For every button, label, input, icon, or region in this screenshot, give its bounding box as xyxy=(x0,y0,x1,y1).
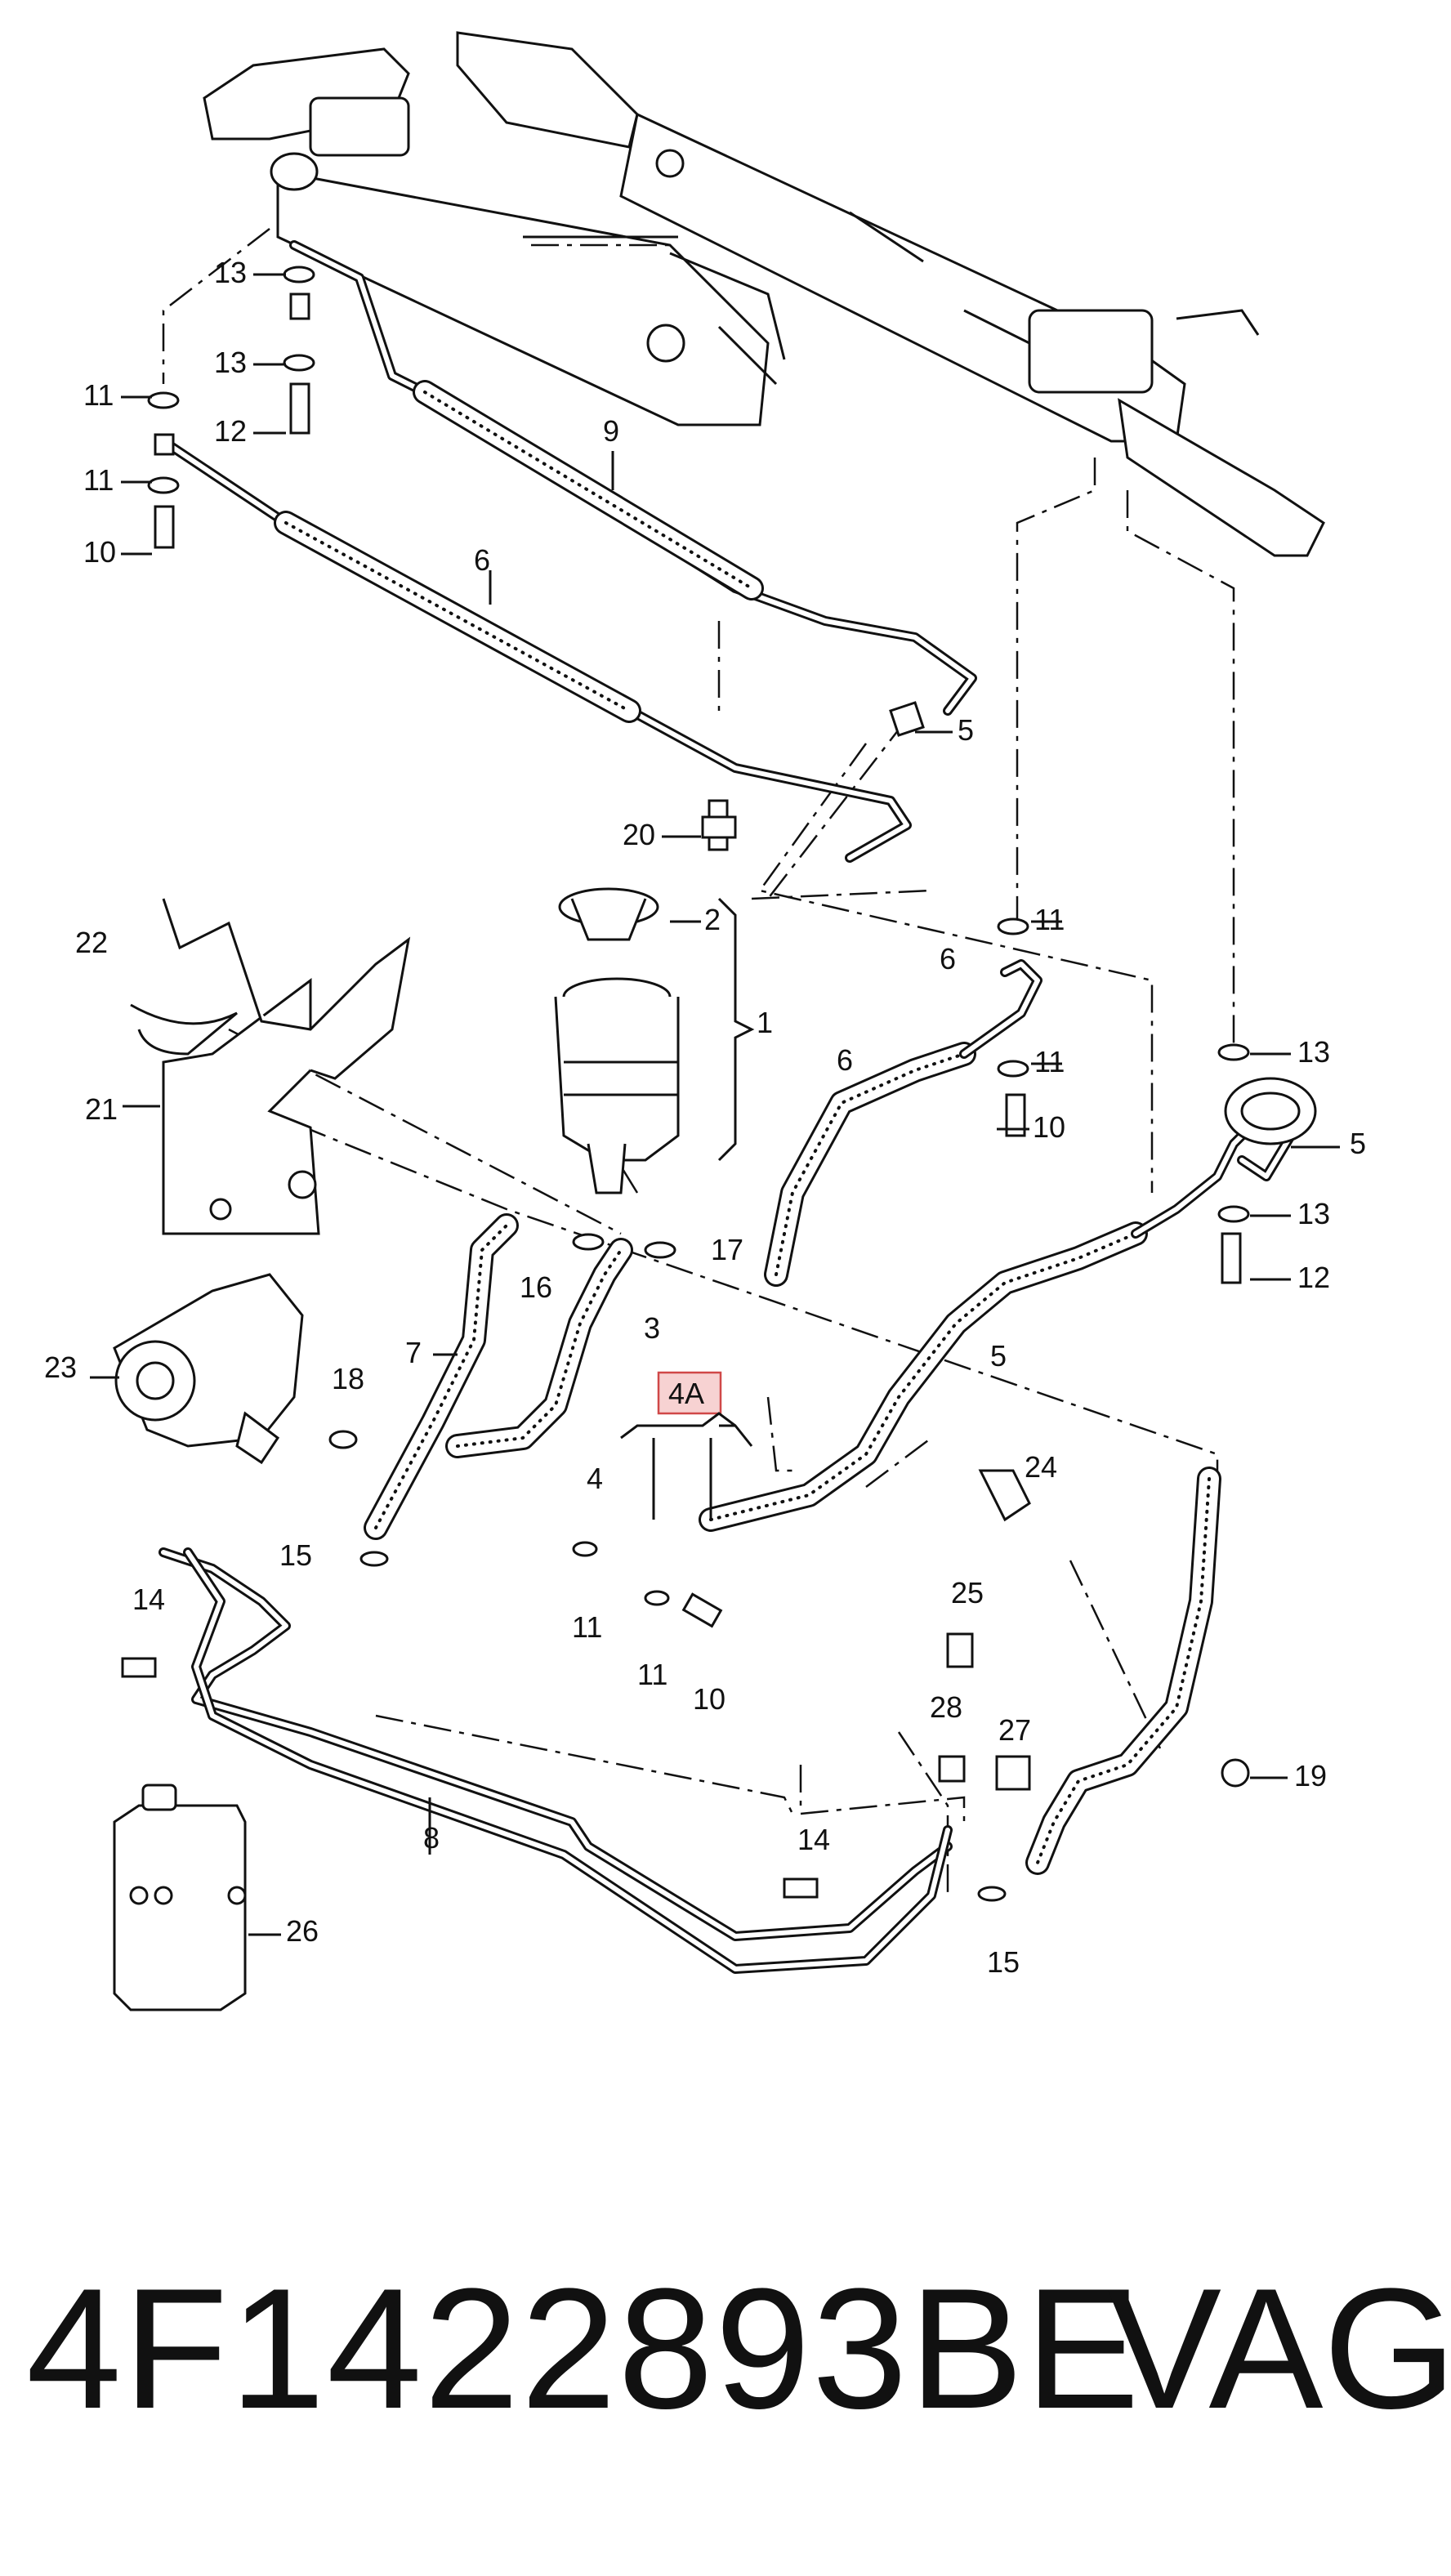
pressure-hose-6-lower xyxy=(764,959,1042,1287)
callout-5: 5 xyxy=(990,1339,1007,1373)
pressure-hose-5 xyxy=(699,1077,1317,1532)
callout-22: 22 xyxy=(75,926,108,959)
callout-11: 11 xyxy=(83,378,114,412)
callout-3: 3 xyxy=(644,1311,660,1345)
callout-13: 13 xyxy=(1297,1197,1330,1230)
fasteners xyxy=(121,266,1250,1902)
callout-11: 11 xyxy=(1034,903,1065,936)
callout-15: 15 xyxy=(279,1538,312,1572)
callout-11: 11 xyxy=(1034,1045,1065,1078)
callout-11: 11 xyxy=(572,1610,602,1644)
callout-13: 13 xyxy=(1297,1035,1330,1069)
callout-28: 28 xyxy=(930,1690,962,1724)
callout-17: 17 xyxy=(711,1233,743,1266)
bracket-21 xyxy=(130,898,411,1235)
return-line-19 xyxy=(1025,1467,1250,1875)
suction-hose-7 xyxy=(364,1213,519,1540)
label-leaders xyxy=(90,273,1340,1936)
steering-rack-left xyxy=(203,47,786,426)
callout-13: 13 xyxy=(214,256,247,289)
callout-2: 2 xyxy=(704,903,721,936)
callout-6: 6 xyxy=(474,543,490,577)
callout-10: 10 xyxy=(1033,1110,1065,1144)
callout-11: 11 xyxy=(83,463,114,497)
callout-23: 23 xyxy=(44,1351,77,1384)
callout-4a-highlight xyxy=(657,1371,722,1415)
part-number: 4F1422893BE xyxy=(26,2252,1141,2444)
bracket-1 xyxy=(717,897,755,1162)
pressure-pipe-6-upper xyxy=(158,436,912,863)
callout-4: 4 xyxy=(587,1462,603,1495)
callout-8: 8 xyxy=(423,1821,440,1855)
callout-5: 5 xyxy=(958,713,974,747)
pressure-pipe-9 xyxy=(289,240,977,716)
callout-26: 26 xyxy=(286,1914,319,1948)
callout-7: 7 xyxy=(405,1336,422,1369)
callout-13: 13 xyxy=(214,346,247,379)
callout-labels: 1 2 3 4 4A 5 5 5 6 6 6 7 8 9 10 10 10 11… xyxy=(44,256,1366,1979)
callout-12: 12 xyxy=(214,414,247,448)
callout-14: 14 xyxy=(132,1583,165,1616)
callout-1: 1 xyxy=(757,1006,773,1039)
callout-12: 12 xyxy=(1297,1261,1330,1294)
callout-27: 27 xyxy=(998,1713,1031,1747)
leader-4a xyxy=(652,1438,712,1520)
cooling-pipe-8 xyxy=(158,1547,953,1974)
callout-20: 20 xyxy=(623,818,655,851)
callout-18: 18 xyxy=(332,1362,364,1395)
callout-10: 10 xyxy=(83,535,116,569)
steering-rack-right xyxy=(456,31,1325,557)
bracket-4a xyxy=(620,1412,753,1447)
callout-10: 10 xyxy=(693,1682,726,1716)
fluid-container xyxy=(113,1784,247,2011)
callout-6: 6 xyxy=(940,942,956,975)
callout-21: 21 xyxy=(85,1092,118,1126)
brand-name: VAG xyxy=(1107,2252,1451,2444)
callout-25: 25 xyxy=(951,1576,984,1609)
callout-24: 24 xyxy=(1025,1450,1057,1484)
callout-14: 14 xyxy=(797,1823,830,1856)
callout-4a: 4A xyxy=(668,1377,704,1410)
callout-19: 19 xyxy=(1294,1759,1327,1792)
callout-6: 6 xyxy=(837,1043,853,1077)
callout-11: 11 xyxy=(637,1658,667,1691)
callout-9: 9 xyxy=(603,414,619,448)
callout-15: 15 xyxy=(987,1945,1020,1979)
reservoir xyxy=(554,887,680,1194)
callout-16: 16 xyxy=(520,1270,552,1304)
return-hose-3 xyxy=(445,1238,633,1458)
callout-5: 5 xyxy=(1350,1127,1366,1160)
power-steering-pump xyxy=(113,1273,304,1465)
